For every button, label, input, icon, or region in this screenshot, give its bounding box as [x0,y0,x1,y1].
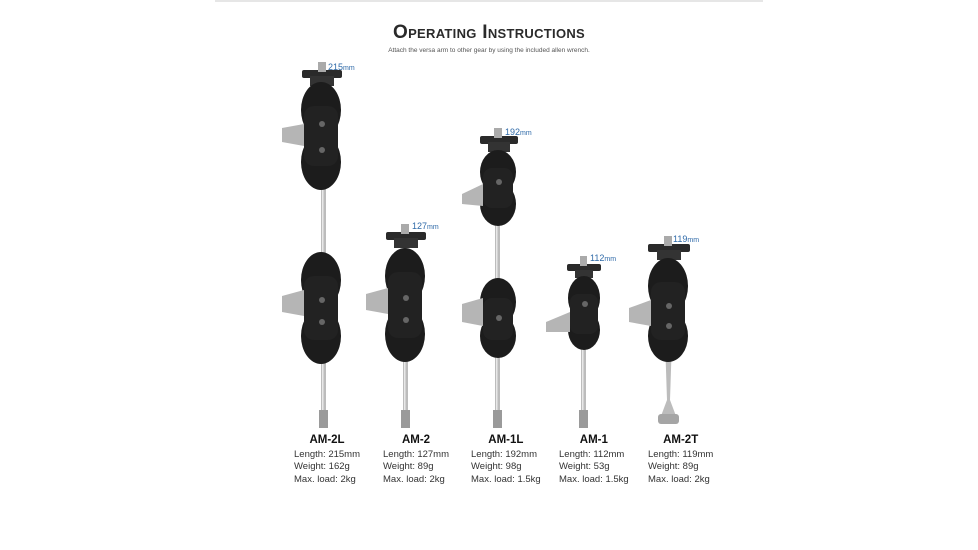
spec-weight: Weight: 53g [559,461,610,472]
am-1-shaft [579,340,588,428]
spec-length: Length: 192mm [471,448,538,460]
spec-am-2l: AM-2L Length: 215mm Weight: 162g Max. lo… [294,434,360,486]
am-2t-tapered-shaft [658,340,679,424]
spec-weight: Weight: 162g [294,461,350,472]
spec-am-2: AM-2 Length: 127mm Weight: 89g Max. load… [383,434,449,486]
am-2t-dimension-label: 119mm [673,234,700,244]
model-name: AM-2L [309,434,345,446]
spec-length: Length: 119mm [648,448,714,460]
spec-max-load: Max. load: 2kg [383,473,445,485]
spec-length: Length: 127mm [383,448,450,460]
spec-max-load: Max. load: 2kg [648,473,710,485]
spec-max-load: Max. load: 1.5kg [559,473,629,485]
am-1l-dimension-label: 192mm [505,127,532,137]
am-2l-dimension-label: 215mm [328,62,355,72]
model-name: AM-2 [401,434,431,446]
spec-length: Length: 112mm [559,448,625,460]
top-divider [215,0,763,2]
am-1-joint [546,256,601,350]
model-name: AM-1 [579,434,608,446]
spec-weight: Weight: 89g [648,461,699,472]
am-1-dimension-label: 112mm [590,253,617,263]
model-name: AM-1L [488,434,524,446]
am-2t-joint [629,236,690,362]
am-2l-bottom-joint [282,252,341,364]
spec-max-load: Max. load: 1.5kg [471,473,541,485]
model-name: AM-2T [663,434,699,446]
spec-weight: Weight: 89g [383,461,434,472]
am-1l-top-joint [462,128,518,226]
spec-am-1: AM-1 Length: 112mm Weight: 53g Max. load… [559,434,629,486]
page-title: Operating Instructions [392,22,586,43]
spec-weight: Weight: 98g [471,461,522,472]
am-2l-top-joint [282,62,342,190]
spec-length: Length: 215mm [294,448,361,460]
am-2-dimension-label: 127mm [412,221,439,231]
spec-am-2t: AM-2T Length: 119mm Weight: 89g Max. loa… [648,434,713,486]
spec-am-1l: AM-1L Length: 192mm Weight: 98g Max. loa… [471,434,541,486]
am-2-shaft [401,340,410,428]
am-1l-bottom-joint [462,278,516,358]
page-subtitle: Attach the versa arm to other gear by us… [388,47,590,54]
spec-max-load: Max. load: 2kg [294,473,356,485]
am-2-joint [366,224,426,362]
